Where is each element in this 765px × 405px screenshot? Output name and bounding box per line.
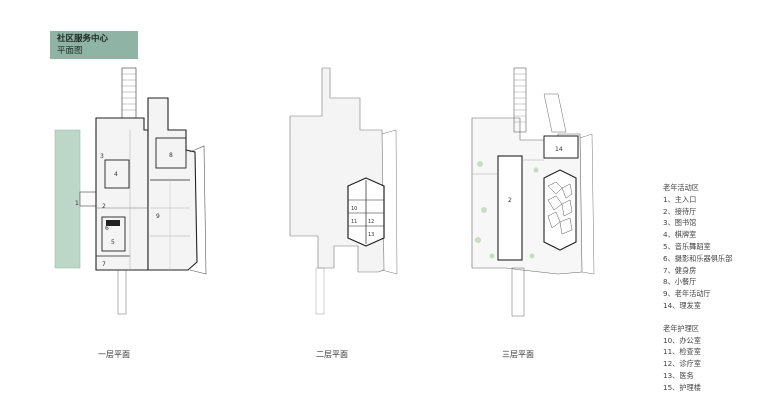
legend: 老年活动区 1、主入口 2、接待厅 3、图书馆 4、棋牌室 5、音乐舞蹈室 6、…: [663, 182, 732, 405]
legend-group1-title: 老年活动区: [663, 183, 699, 192]
legend-item: 8、小餐厅: [663, 277, 697, 287]
legend-item: 15、护理楼: [663, 382, 701, 392]
tree-6: [529, 253, 535, 259]
tree-4: [489, 253, 495, 259]
f3-top-stair: [513, 67, 527, 133]
tree-3: [475, 237, 481, 243]
left-block: [95, 117, 149, 271]
floor3-plan: 2 14: [471, 67, 595, 317]
f3-label-14: 14: [555, 146, 563, 153]
floor2-curtain: [381, 129, 398, 275]
floor1-plan: 1 2 3 4 5 6 7 8 9: [54, 67, 207, 315]
tree-2: [481, 207, 487, 213]
f1-label-6: 6: [105, 225, 109, 232]
f1-label-2: 2: [102, 203, 106, 210]
legend-item: 12、诊疗室: [663, 359, 701, 369]
entry-corridor: [79, 191, 97, 207]
caption-floor2: 二层平面: [316, 350, 348, 359]
title-box: 社区服务中心 平面图: [50, 31, 138, 59]
right-block: [147, 97, 198, 271]
f3-bottom-stair: [511, 267, 525, 317]
bottom-walkway: [117, 267, 127, 315]
floor2-plan: 10 11 12 13: [289, 67, 398, 315]
title-main: 社区服务中心: [57, 34, 109, 44]
outer-curtain: [189, 145, 207, 275]
room-5: [101, 216, 126, 252]
legend-item: 7、健身房: [663, 265, 697, 275]
legend-group-care: 老年护理区 10、办公室 11、检查室 12、诊疗室 13、医务 15、护理楼: [663, 323, 732, 394]
landscape-strip: [54, 129, 81, 269]
f3-label-2: 2: [508, 197, 512, 204]
legend-item: 14、理发室: [663, 300, 701, 310]
f2-walkway: [315, 267, 325, 315]
f3-ramp: [543, 93, 567, 133]
legend-item: 13、医务: [663, 370, 694, 380]
f1-label-5: 5: [111, 239, 115, 246]
room-8: [155, 137, 187, 169]
room-4: [104, 159, 130, 189]
core: [106, 220, 120, 226]
f1-label-1: 1: [75, 200, 79, 207]
caption-floor1: 一层平面: [98, 350, 130, 359]
tree-5: [533, 167, 539, 173]
f1-label-4: 4: [114, 171, 118, 178]
f2-label-13: 13: [368, 232, 374, 238]
legend-item: 4、棋牌室: [663, 230, 697, 240]
legend-group2-title: 老年护理区: [663, 323, 699, 333]
f2-label-10: 10: [351, 206, 357, 212]
legend-item: 3、图书馆: [663, 218, 697, 228]
legend-item: 2、接待厅: [663, 206, 697, 216]
legend-item: 5、音乐舞蹈室: [663, 241, 711, 251]
legend-item: 6、摄影和乐器俱乐部: [663, 253, 733, 263]
f2-label-12: 12: [368, 219, 374, 225]
f3-block-2: [497, 155, 523, 261]
tree-1: [477, 161, 483, 167]
f3-hex-block: [543, 169, 577, 251]
caption-floor3: 三层平面: [502, 350, 534, 359]
f1-label-3: 3: [100, 153, 104, 160]
f2-label-11: 11: [351, 219, 357, 225]
f1-label-7: 7: [102, 261, 106, 268]
legend-item: 1、主入口: [663, 194, 697, 204]
legend-item: 9、老年活动厅: [663, 289, 711, 299]
f1-label-9: 9: [156, 213, 160, 220]
floor3-curtain: [579, 133, 595, 275]
legend-item: 10、办公室: [663, 335, 701, 345]
top-stair: [121, 67, 137, 119]
f1-label-8: 8: [169, 152, 173, 159]
title-sub: 平面图: [57, 46, 83, 56]
legend-group-activity: 老年活动区 1、主入口 2、接待厅 3、图书馆 4、棋牌室 5、音乐舞蹈室 6、…: [663, 182, 732, 312]
f3-room-14: [543, 135, 579, 159]
legend-item: 11、检查室: [663, 347, 701, 357]
